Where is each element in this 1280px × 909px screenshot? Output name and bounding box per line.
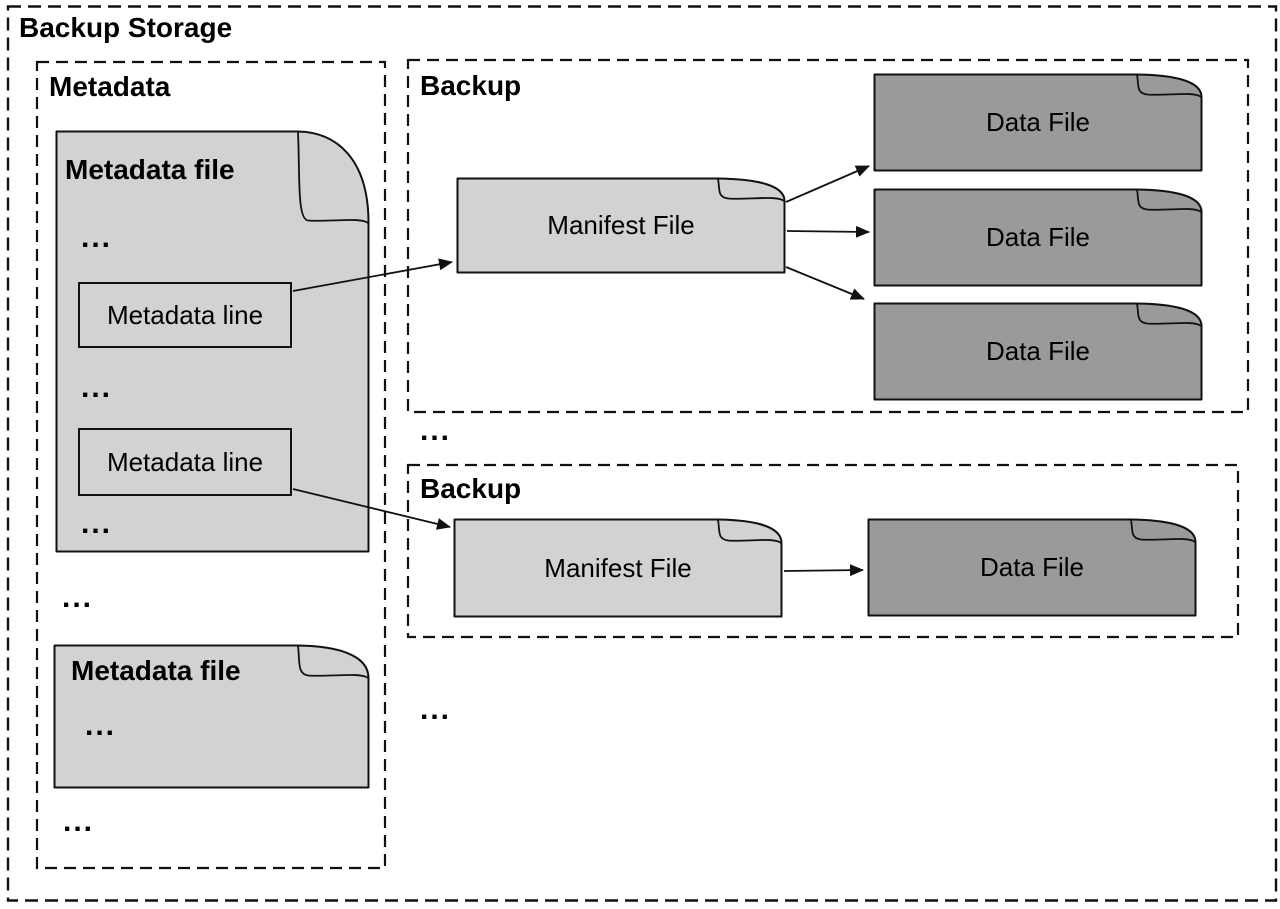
metadata-line-1: Metadata line (78, 282, 292, 348)
arrow-manifest1-datafile3 (785, 266, 865, 300)
data-file-1: Data File (873, 73, 1203, 172)
manifest-file-2-label: Manifest File (544, 552, 692, 583)
diagram-title: Backup Storage (19, 12, 233, 43)
backup1-label: Backup (420, 70, 522, 101)
metadata-file-1: Metadata file ... Metadata line ... Meta… (55, 130, 370, 553)
arrow-manifest1-datafile1 (785, 165, 870, 203)
ellipsis: ... (81, 371, 113, 404)
backup2-label: Backup (420, 473, 522, 504)
ellipsis: ... (63, 805, 95, 838)
ellipsis: ... (81, 507, 113, 540)
data-file-2: Data File (873, 188, 1203, 287)
manifest-file-1-label: Manifest File (547, 210, 695, 241)
metadata-file-2: Metadata file ... (53, 644, 370, 789)
data-file-1-label: Data File (985, 107, 1091, 138)
data-file-3: Data File (873, 302, 1203, 401)
ellipsis: ... (62, 581, 94, 614)
metadata-line-2: Metadata line (78, 428, 292, 496)
manifest-file-2: Manifest File (453, 518, 783, 618)
data-file-4: Data File (867, 518, 1197, 617)
data-file-3-label: Data File (985, 336, 1091, 367)
ellipsis: ... (420, 693, 452, 726)
data-file-4-label: Data File (979, 552, 1085, 583)
metadata-file-1-title: Metadata file (65, 154, 235, 185)
data-file-2-label: Data File (985, 222, 1091, 253)
metadata-file-2-title: Metadata file (71, 655, 241, 686)
arrow-manifest1-datafile2 (786, 225, 870, 238)
ellipsis: ... (420, 414, 452, 447)
ellipsis: ... (81, 221, 113, 254)
metadata-section-label: Metadata (49, 71, 171, 102)
ellipsis: ... (85, 709, 117, 742)
manifest-file-1: Manifest File (456, 177, 786, 274)
arrow-manifest2-datafile4 (783, 564, 864, 577)
